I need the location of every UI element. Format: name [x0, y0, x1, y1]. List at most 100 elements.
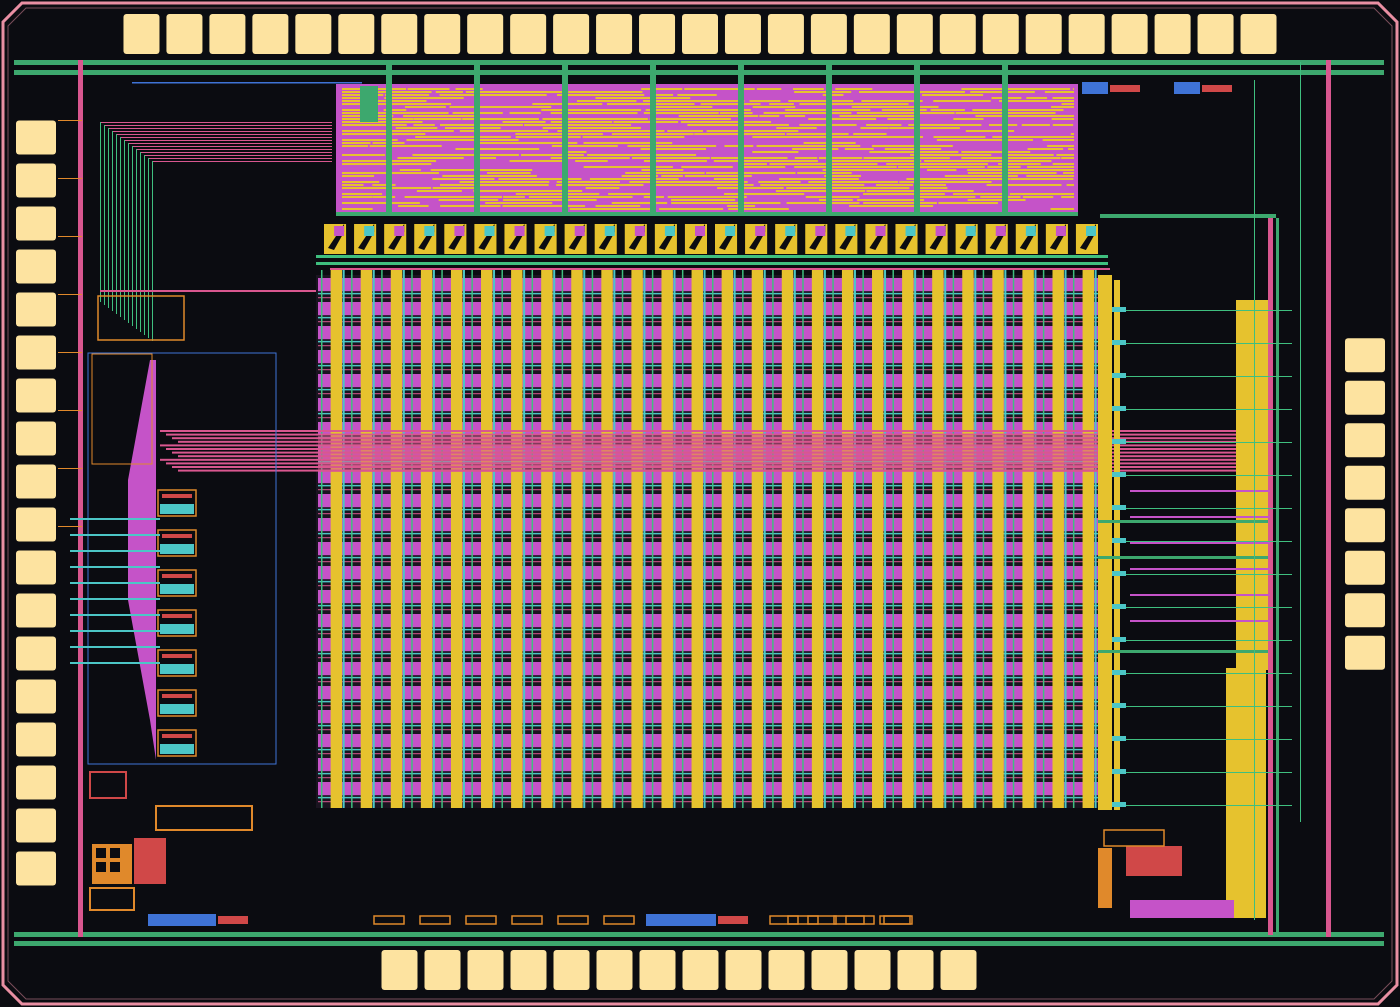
sram-row-segment [990, 160, 1052, 162]
io-pad [853, 14, 890, 54]
array-row-wire [318, 700, 1104, 703]
sram-row-segment [756, 88, 782, 90]
array-column-wire [1004, 270, 1007, 808]
sram-row-segment [887, 118, 916, 120]
sram-row-segment [384, 94, 430, 96]
sram-row-segment [438, 199, 499, 201]
array-column-wire [1034, 270, 1037, 808]
driver-contact [755, 226, 766, 236]
sram-row-segment [724, 193, 805, 195]
left-wire [70, 550, 160, 552]
sram-row-segment [650, 94, 674, 96]
array-column-wire [1042, 270, 1045, 808]
array-row-band [318, 662, 1104, 676]
array-column-wire [892, 270, 894, 808]
sram-row-segment [509, 160, 568, 162]
sram-row-segment [794, 91, 852, 93]
left-wire [148, 158, 332, 159]
column-bus-2 [316, 262, 1108, 265]
sram-row-segment [625, 172, 705, 174]
io-pad [1345, 338, 1385, 373]
sram-row-segment [775, 190, 866, 192]
sram-row-segment [515, 193, 600, 195]
sram-row-segment [342, 121, 423, 123]
sram-row-segment [886, 163, 988, 165]
sram-row-segment [889, 127, 960, 129]
sram-row-segment [899, 181, 992, 183]
left-wire [70, 534, 160, 536]
left-logic-fill [160, 624, 194, 634]
io-pad [1154, 14, 1191, 54]
io-pad [338, 14, 375, 54]
left-wire [70, 582, 160, 584]
sram-row-segment [677, 94, 717, 96]
sram-row-segment [407, 88, 450, 90]
sram-row-segment [828, 160, 922, 162]
array-column-strap [691, 270, 703, 808]
left-wire [152, 161, 332, 162]
array-column-wire [613, 270, 616, 808]
left-wire [128, 143, 129, 323]
sram-row-segment [342, 208, 373, 210]
left-wire [132, 82, 362, 84]
driver-contact [995, 226, 1006, 236]
sram-row-segment [342, 154, 386, 156]
array-column-wire [673, 270, 676, 808]
array-column-strap [481, 270, 493, 808]
io-pad [639, 14, 676, 54]
array-row-wire [318, 316, 1104, 319]
left-wire [152, 161, 153, 341]
sram-row-segment [924, 160, 990, 162]
sram-row-segment [861, 100, 923, 102]
right-wire [1112, 739, 1292, 740]
sram-row-segment [756, 145, 861, 147]
io-pad [682, 14, 718, 54]
array-column-wire [523, 270, 526, 808]
io-pad [1345, 635, 1385, 670]
array-column-wire [493, 270, 496, 808]
sram-row-segment [881, 109, 927, 111]
pad-row-top [123, 14, 1277, 54]
left-logic-fill [162, 574, 192, 578]
left-wire [100, 122, 101, 302]
right-wire-end [1112, 340, 1126, 345]
array-row-wire [318, 532, 1104, 535]
right-wire-end [1112, 538, 1126, 543]
left-logic-cell [157, 729, 197, 757]
io-pad [16, 335, 56, 370]
left-logic-fill [162, 654, 192, 658]
array-row-wire [318, 369, 1104, 371]
io-pad [424, 14, 461, 54]
left-wire [104, 125, 332, 126]
io-pad [166, 14, 203, 54]
sram-row-segment [936, 139, 1033, 141]
array-column-strap [781, 270, 794, 808]
sram-row-segment [342, 130, 422, 132]
sram-row-segment [342, 103, 452, 105]
sram-row-segment [369, 145, 442, 147]
sram-row-segment [550, 121, 613, 123]
driver-contact [845, 226, 856, 236]
io-pad [1025, 14, 1062, 54]
sram-row-segment [792, 88, 824, 90]
left-wire [70, 518, 160, 520]
array-column-strap [962, 270, 974, 808]
sram-row-segment [397, 157, 464, 159]
array-column-wire [802, 270, 804, 808]
io-pad [16, 851, 56, 886]
io-pad [16, 550, 56, 585]
sram-row-segment [952, 193, 1006, 195]
sram-row-segment [728, 208, 789, 210]
sram-row-segment [556, 184, 644, 186]
right-wire [1112, 673, 1292, 674]
sram-row-segment [611, 202, 668, 204]
sram-row-segment [799, 103, 909, 105]
driver-contact [454, 226, 465, 236]
sram-row-segment [1052, 97, 1074, 99]
array-column-wire [1012, 270, 1015, 808]
sram-row-segment [583, 166, 673, 168]
array-column-strap [811, 270, 824, 808]
sram-row-segment [342, 142, 371, 144]
io-pad [811, 950, 848, 990]
driver-contact [604, 226, 615, 236]
